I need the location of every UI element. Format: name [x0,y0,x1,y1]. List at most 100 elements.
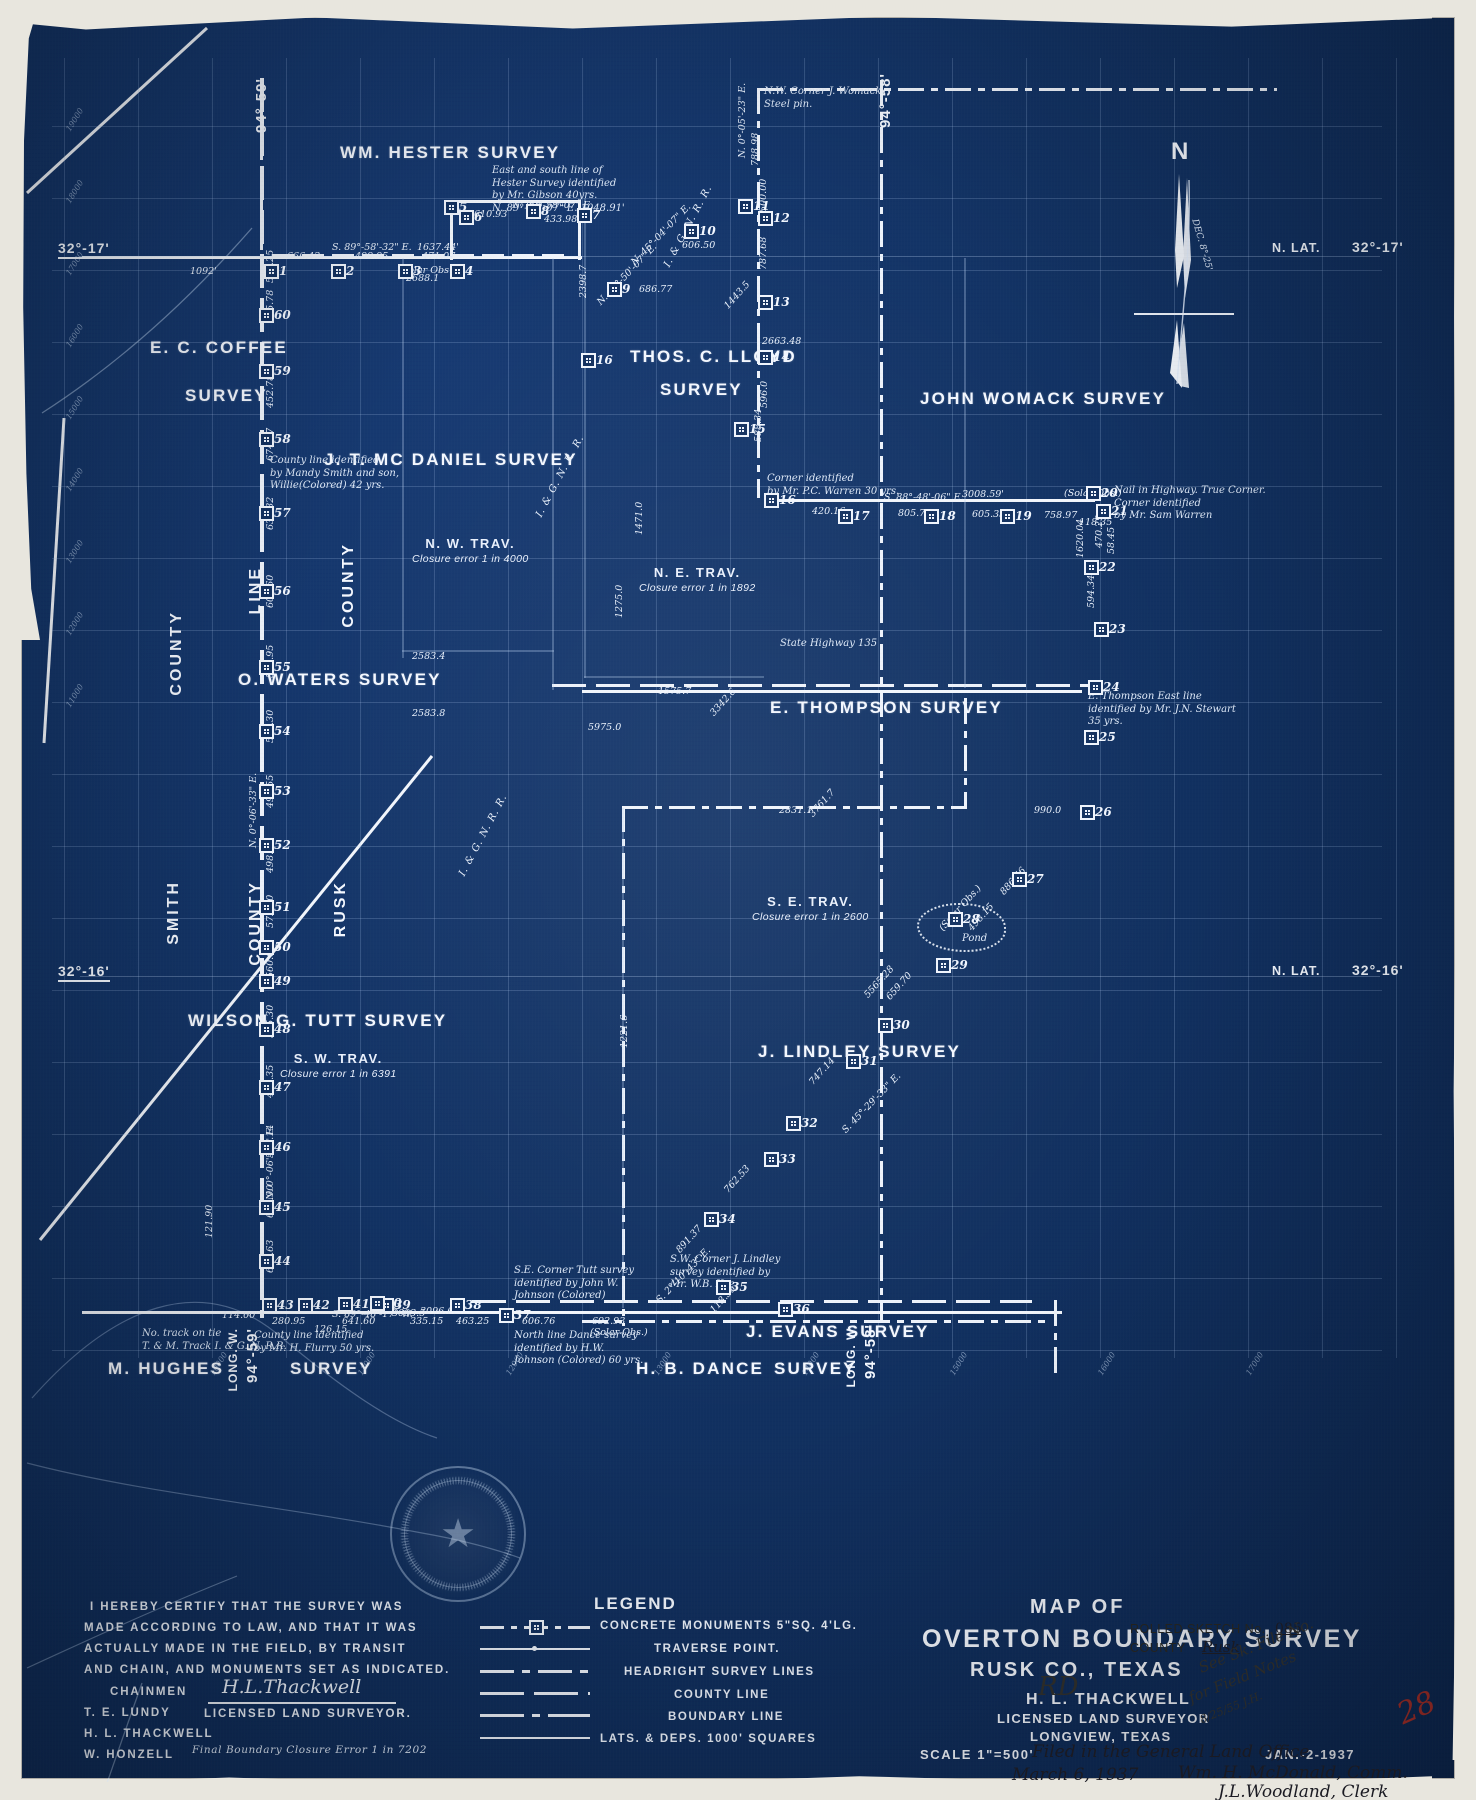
grid-line-vertical [1026,58,1027,1358]
survey-label-8: E. THOMPSON SURVEY [770,698,1003,717]
grid-line-horizontal [52,990,1382,991]
monument-marker-52 [259,838,274,853]
texas-star-icon: ★ [440,1512,476,1556]
boundary-hester-west [450,200,453,260]
grid-line-vertical [730,58,731,1358]
monument-marker-4 [444,200,459,215]
grid-line-horizontal [52,1134,1382,1135]
filed-line-3: Wm. H. McDonald, Comm. [1178,1763,1408,1783]
county-label-5: RUSK [332,880,349,938]
grid-line-horizontal [52,198,1382,199]
monument-marker-60 [259,308,274,323]
long-label-top-left: 94°-59' [253,78,270,133]
survey-label-7: O. WATERS SURVEY [238,670,442,689]
station-number-24: 24 [1103,680,1120,694]
womack-west-2 [757,338,760,498]
distance-label-73: (Solar Obs.) [590,1327,648,1338]
monument-marker-14 [734,422,749,437]
station-number-4: 5 [459,200,468,214]
north-arrow-letter: N [1171,138,1190,165]
survey-label-2: SURVEY [185,386,268,405]
traverse-closure-note: Closure error 1 in 1892 [639,582,756,594]
monument-marker-49 [259,974,274,989]
station-number-37: 37 [514,1308,531,1322]
long-9458-line [880,80,883,1320]
survey-divider-0 [402,258,404,658]
grid-line-vertical [878,58,879,1358]
distance-label-23: 1620.04 [1075,518,1086,558]
thompson-north [582,690,1082,693]
boundary-north-main-2 [482,256,582,259]
filed-line-4: J.L.Woodland, Clerk [1218,1782,1389,1800]
survey-label-15: SURVEY [774,1359,857,1378]
station-number-14: 15 [749,422,766,436]
distance-label-71: 606.76 [522,1316,556,1327]
legend-label-1: TRAVERSE POINT. [654,1643,781,1655]
monument-marker-27 [1012,872,1027,887]
lat-prefix-bottom-right: N. LAT. [1272,964,1321,978]
survey-label-13: SURVEY [290,1359,373,1378]
grid-line-vertical [582,58,583,1358]
distance-label-47: 1575.7 [658,686,692,697]
cert-line-0: I HEREBY CERTIFY THAT THE SURVEY WAS [90,1601,404,1613]
boundary-hester-north [450,200,580,203]
boundary-east-diagonal [22,417,92,748]
title-map-of: MAP OF [1030,1596,1126,1618]
station-number-31: 31 [861,1054,878,1068]
distance-label-11: 686.77 [639,284,673,295]
grid-line-horizontal [52,1062,1382,1063]
station-number-41: 41 [353,1297,370,1311]
grid-line-vertical [212,58,213,1358]
monument-marker-37 [499,1308,514,1323]
county-label-0: COUNTY [168,610,185,696]
grid-line-vertical [1100,58,1101,1358]
legend-sample-county [480,1692,590,1695]
station-number-12: 13 [773,295,790,309]
grid-line-vertical [1396,58,1397,1358]
distance-label-25: 58.45 [1106,526,1117,554]
monument-marker-3 [450,264,465,279]
distance-label-5: 2688.1 [406,273,440,284]
traverse-label-3: S. W. TRAV.Closure error 1 in 6391 [280,1051,397,1080]
bearing-label-4: 3008.59' [962,489,1004,500]
survey-divider-2 [622,808,624,1308]
lat-label-top-left: 32°-17' [58,240,110,259]
distance-label-19: 605.33 [972,509,1006,520]
grid-line-horizontal [52,1350,1382,1351]
bearing-label-3: S. 88°-48'-06" E. [884,492,964,503]
grid-line-horizontal [52,342,1382,343]
surveyor-seal: ★ [390,1466,526,1602]
cert-line-2: ACTUALLY MADE IN THE FIELD, BY TRANSIT [84,1643,407,1655]
grid-line-horizontal [52,126,1382,127]
station-number-56: 56 [274,584,291,598]
monument-marker-8 [607,282,622,297]
station-number-22: 22 [1099,560,1116,574]
station-number-32: 32 [801,1116,818,1130]
monument-marker-50 [259,940,274,955]
station-number-43: 43 [277,1298,294,1312]
bearing-label-6: 3096.69 [420,1306,460,1317]
station-number-39: 39 [394,1298,411,1312]
traverse-closure-note: Closure error 1 in 4000 [412,553,529,565]
distance-label-51: 1275.0 [614,584,625,618]
filed-line-2: March 6, 1937 [1012,1765,1139,1785]
closure-error-note: Final Boundary Closure Error 1 in 7202 [192,1744,428,1756]
map-linework [22,18,1454,1800]
grid-line-vertical [804,58,805,1358]
survey-label-3: J. T. MC DANIEL SURVEY [324,450,578,469]
monument-marker-43 [262,1298,277,1313]
grid-line-vertical [138,58,139,1358]
grid-line-vertical [952,58,953,1358]
bearing-label-5: S. 89°-48'-17" W. [332,1309,413,1320]
signature-rule [208,1702,396,1704]
station-number-54: 54 [274,724,291,738]
long-prefix-bottom-right: LONG. W. [844,1324,858,1388]
monument-marker-21 [1096,504,1111,519]
thompson-north-dash [552,684,1092,687]
station-number-58: 58 [274,432,291,446]
monument-marker-48 [259,1022,274,1037]
distance-label-68: 3093.5 [392,1308,426,1319]
station-number-34: 34 [719,1212,736,1226]
survey-label-14: H. B. DANCE [636,1359,765,1378]
